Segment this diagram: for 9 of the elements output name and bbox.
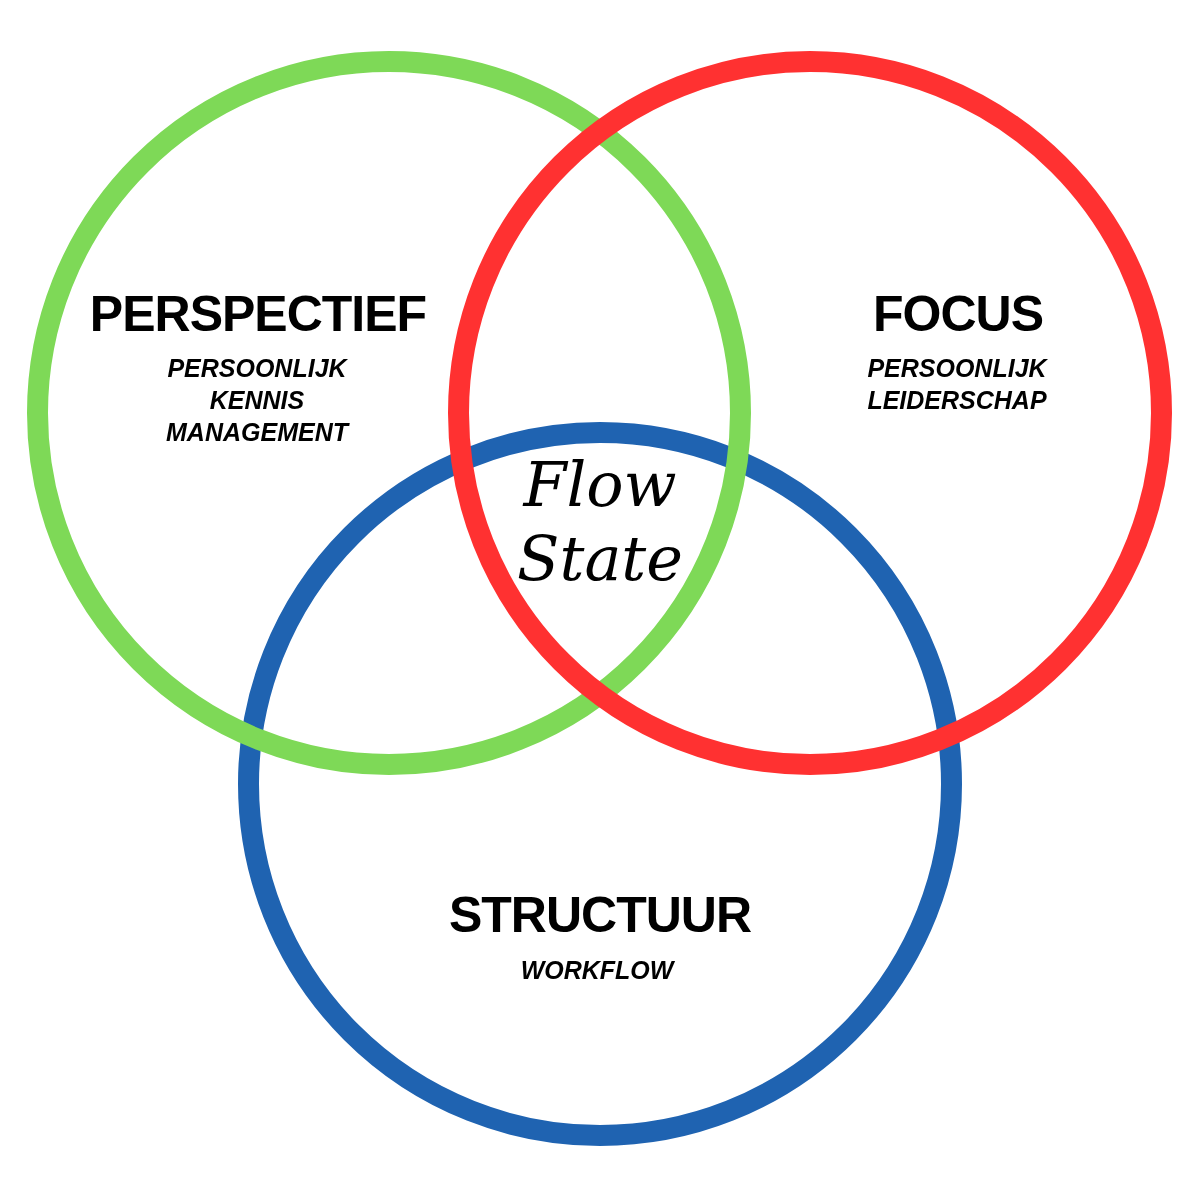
circle-title: FOCUS — [873, 289, 1043, 339]
circle-subtitle: PERSOONLIJK LEIDERSCHAP — [867, 353, 1047, 416]
venn-circle — [448, 51, 1172, 775]
center-label: Flow State — [517, 448, 683, 596]
circle-title: PERSPECTIEF — [89, 289, 427, 339]
circle-title: STRUCTUUR — [448, 890, 752, 940]
circle-subtitle: WORKFLOW — [520, 955, 674, 986]
circle-subtitle: PERSOONLIJK KENNIS MANAGEMENT — [166, 353, 348, 448]
venn-circle — [27, 51, 751, 775]
